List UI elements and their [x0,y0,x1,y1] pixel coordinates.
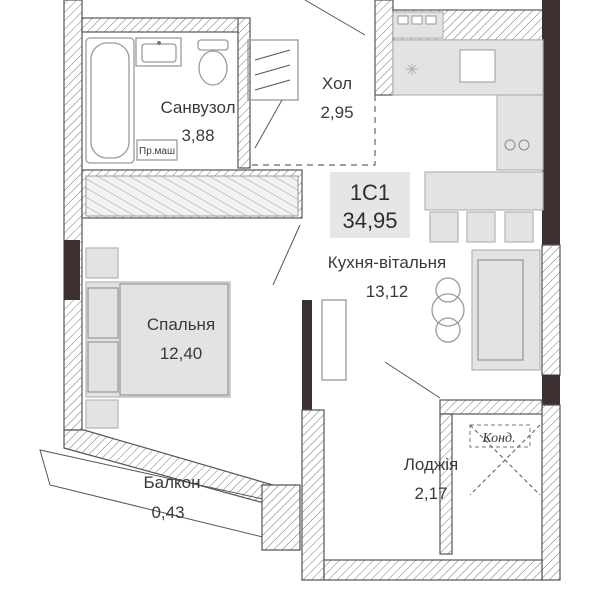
loggia-area: 2,17 [414,484,447,503]
wardrobe [85,175,299,217]
washing-machine [136,139,178,161]
kitchen-cabinets: ✳ [392,11,544,171]
sofa [471,249,541,371]
svg-text:✳: ✳ [405,62,418,79]
ac-label: Конд. [481,431,515,446]
round-table [431,277,465,343]
bedroom-name: Спальня [147,315,215,334]
ac-unit [469,424,541,496]
kitchen-area: 13,12 [366,282,409,301]
shower-cabinet [247,39,299,101]
balcony-area: 0,43 [151,503,184,522]
hall-area: 2,95 [320,103,353,122]
kitchen-island [424,171,544,243]
balcony-name: Балкон [143,473,200,492]
bedroom-area: 12,40 [160,344,203,363]
nightstand-top [85,247,119,279]
hall-name: Хол [322,74,352,93]
bathroom-area: 3,88 [181,126,214,145]
apartment-code: 1С1 [350,180,390,205]
loggia-name: Лоджія [404,455,459,474]
kitchen-name: Кухня-вітальня [328,253,446,272]
apartment-badge: 1С1 34,95 [330,172,410,238]
bathroom-name: Санвузол [160,98,235,117]
toilet [197,39,229,86]
washer-label: Пр.маш [139,146,175,157]
nightstand-bottom [85,399,119,429]
hall-boundary [250,95,376,166]
bed [85,281,231,398]
sink [135,37,182,67]
tv-unit [321,299,347,381]
bathtub [85,37,135,164]
apartment-total-area: 34,95 [342,208,397,233]
